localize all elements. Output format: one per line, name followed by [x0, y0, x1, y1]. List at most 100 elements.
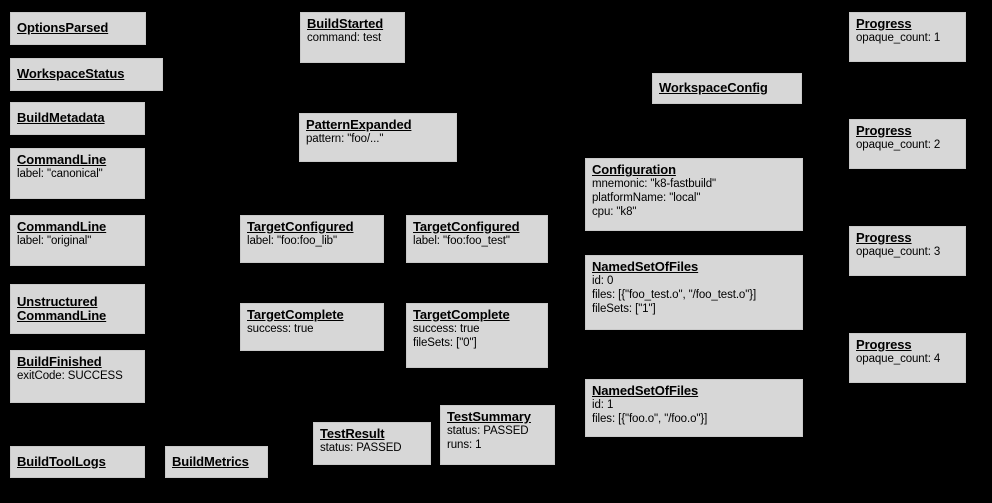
event-node-options-parsed[interactable]: OptionsParsed	[10, 12, 146, 45]
event-node-field: platformName: "local"	[592, 192, 701, 204]
event-node-title: BuildStarted	[307, 16, 384, 31]
event-node-field: id: 0	[592, 275, 614, 287]
event-node-field: id: 1	[592, 399, 614, 411]
event-node-field: label: "canonical"	[17, 168, 103, 180]
event-node-field: opaque_count: 2	[856, 139, 941, 151]
event-node-title: WorkspaceStatus	[17, 66, 125, 81]
event-node-title: BuildMetrics	[172, 453, 249, 469]
event-node-title: OptionsParsed	[17, 20, 109, 35]
event-node-field: success: true	[247, 323, 314, 335]
event-node-field: command: test	[307, 32, 382, 44]
event-node-field: fileSets: ["0"]	[413, 337, 477, 349]
event-node-field: opaque_count: 1	[856, 32, 941, 44]
event-node-field: files: [{"foo.o", "/foo.o"}]	[592, 413, 708, 425]
event-node-body: BuildToolLogs	[17, 453, 106, 469]
event-node-title: TestSummary	[447, 409, 531, 424]
event-node-title: BuildToolLogs	[17, 453, 106, 469]
event-node-title: TargetComplete	[413, 307, 510, 322]
event-node-field: opaque_count: 3	[856, 246, 941, 258]
event-node-field: success: true	[413, 323, 480, 335]
event-node-field: runs: 1	[447, 439, 482, 451]
event-node-build-metrics[interactable]: BuildMetrics	[165, 446, 268, 478]
event-node-field: opaque_count: 4	[856, 353, 941, 365]
event-node-title: TargetConfigured	[247, 219, 354, 234]
event-node-title: TargetComplete	[247, 307, 344, 322]
event-node-title: NamedSetOfFiles	[592, 383, 699, 398]
event-node-title: BuildFinished	[17, 354, 102, 369]
event-node-field: fileSets: ["1"]	[592, 303, 656, 315]
event-node-field: status: PASSED	[447, 425, 529, 437]
event-node-title: CommandLine	[17, 152, 107, 167]
event-node-body: BuildMetadata	[17, 111, 105, 125]
event-node-field: status: PASSED	[320, 442, 402, 454]
event-node-field: exitCode: SUCCESS	[17, 370, 123, 382]
event-node-title: PatternExpanded	[306, 117, 412, 132]
event-node-title: NamedSetOfFiles	[592, 259, 699, 274]
event-node-workspace-config[interactable]: WorkspaceConfig	[652, 73, 802, 104]
event-node-field: label: "foo:foo_lib"	[247, 235, 337, 247]
event-node-build-metadata[interactable]: BuildMetadata	[10, 102, 145, 135]
event-node-body: BuildMetrics	[172, 453, 249, 469]
event-node-build-tool-logs[interactable]: BuildToolLogs	[10, 446, 145, 478]
event-node-title: Progress	[856, 230, 912, 245]
event-node-title: WorkspaceConfig	[659, 80, 768, 95]
event-node-title: BuildMetadata	[17, 110, 105, 125]
event-node-workspace-status[interactable]: WorkspaceStatus	[10, 58, 163, 91]
event-node-field: label: "original"	[17, 235, 92, 247]
event-node-title: TestResult	[320, 426, 385, 441]
event-node-field: mnemonic: "k8-fastbuild"	[592, 178, 717, 190]
event-node-title: Progress	[856, 16, 912, 31]
event-node-title: TargetConfigured	[413, 219, 520, 234]
event-node-title: Configuration	[592, 162, 676, 177]
event-node-title: Progress	[856, 123, 912, 138]
event-node-title: Progress	[856, 337, 912, 352]
event-node-body: WorkspaceStatus	[17, 67, 124, 81]
event-node-body: OptionsParsed	[17, 21, 108, 35]
event-node-title: Unstructured	[17, 293, 98, 309]
event-node-title: CommandLine	[17, 307, 107, 323]
event-node-field: pattern: "foo/..."	[306, 133, 384, 145]
event-node-title: CommandLine	[17, 219, 107, 234]
event-node-field: files: [{"foo_test.o", "/foo_test.o"}]	[592, 289, 757, 301]
event-node-field: cpu: "k8"	[592, 206, 637, 218]
event-node-field: label: "foo:foo_test"	[413, 235, 510, 247]
